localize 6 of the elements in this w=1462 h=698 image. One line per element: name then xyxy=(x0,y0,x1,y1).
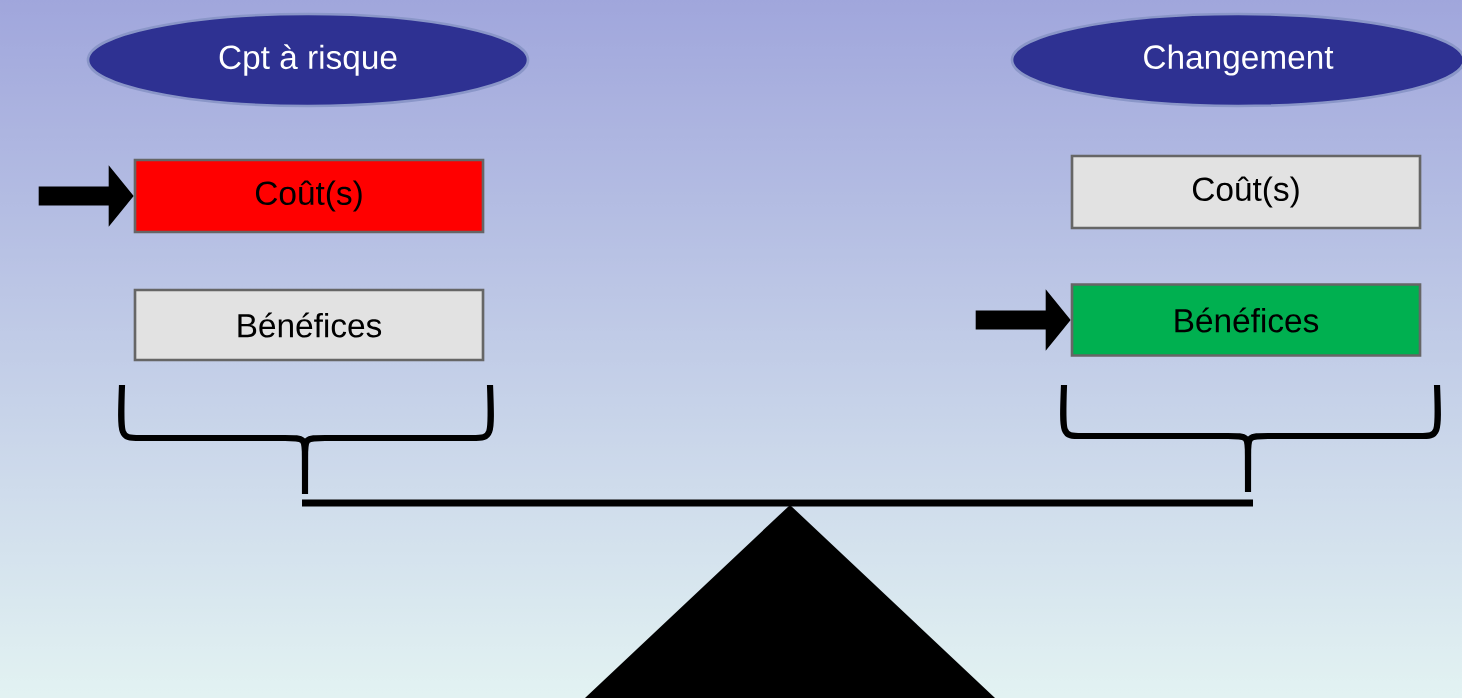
benefit-box: Bénéfices xyxy=(1070,283,1422,357)
title-oval: Changement xyxy=(1010,12,1462,108)
cost-box: Coût(s) xyxy=(1070,154,1422,230)
title-oval: Cpt à risque xyxy=(86,12,530,108)
cost-box: Coût(s) xyxy=(133,158,485,234)
benefit-box: Bénéfices xyxy=(133,288,485,362)
